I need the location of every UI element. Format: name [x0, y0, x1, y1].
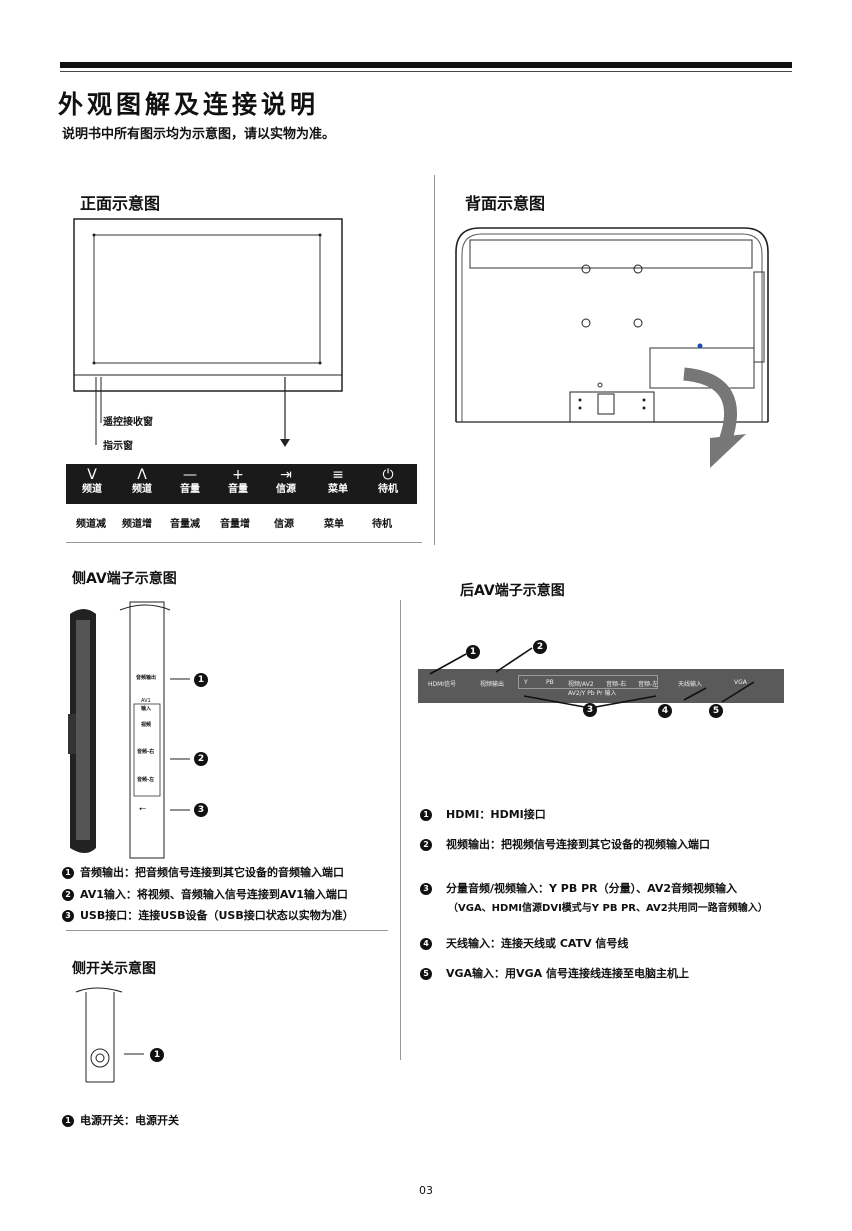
- side-av-title: 侧AV端子示意图: [72, 571, 177, 587]
- indicator-label: 指示窗: [103, 441, 133, 452]
- rear-av-marker-1: 1: [466, 645, 480, 659]
- rear-av-marker-3: 3: [583, 703, 597, 717]
- side-switch-marker-1: 1: [150, 1048, 164, 1062]
- button-name-channel-down: 频道减: [76, 519, 106, 530]
- menu-button[interactable]: ≡ 菜单: [314, 464, 362, 504]
- rear-port-y-label: Y: [524, 679, 528, 686]
- rear-av-marker-5: 5: [709, 704, 723, 718]
- menu-icon: ≡: [332, 467, 344, 483]
- volume-up-button[interactable]: + 音量: [214, 464, 262, 504]
- chevron-down-icon: V: [87, 467, 97, 483]
- power-icon: ⏻: [382, 467, 394, 483]
- rear-port-pb-label: PB: [546, 679, 554, 686]
- button-name-standby: 待机: [372, 519, 392, 530]
- page-number: 03: [419, 1184, 433, 1197]
- rear-av2-ypbpr-label: AV2/Y Pb Pr 输入: [568, 690, 617, 697]
- control-panel-bar: V 频道 Λ 频道 — 音量 + 音量 ⇥ 信源 ≡ 菜单 ⏻ 待机: [66, 464, 417, 504]
- usb-icon: ⭠: [139, 804, 147, 814]
- channel-down-button[interactable]: V 频道: [68, 464, 116, 504]
- rear-port-audio-left-label: 音频-左: [638, 681, 659, 688]
- audio-right-port-label: 音频-右: [137, 749, 155, 755]
- volume-down-button[interactable]: — 音量: [166, 464, 214, 504]
- av1-port-label: AV1: [141, 698, 151, 704]
- rear-port-audio-right-label: 音频-右: [606, 681, 627, 688]
- remote-receiver-label: 遥控接收窗: [103, 417, 153, 428]
- audio-left-port-label: 音频-左: [137, 777, 155, 783]
- side-switch-drawing: [75, 987, 144, 1083]
- page-subtitle: 说明书中所有图示均为示意图，请以实物为准。: [62, 127, 336, 142]
- channel-up-button[interactable]: Λ 频道: [118, 464, 166, 504]
- chevron-up-icon: Λ: [137, 467, 147, 483]
- rear-av-title: 后AV端子示意图: [460, 583, 565, 599]
- rear-port-hdmi-label: HDMI信号: [428, 681, 457, 688]
- back-view-drawing: [455, 227, 769, 468]
- rear-port-antenna-label: 天线输入: [678, 681, 703, 688]
- side-av-drawing: [68, 601, 190, 859]
- rear-port-video-out-label: 视频输出: [480, 681, 505, 688]
- column-divider-top: [434, 175, 435, 545]
- button-name-source: 信源: [274, 519, 294, 530]
- back-view-title: 背面示意图: [465, 194, 546, 213]
- front-view-title: 正面示意图: [80, 194, 161, 213]
- rear-port-video-av2-label: 视频/AV2: [568, 681, 594, 688]
- button-name-volume-up: 音量增: [220, 519, 250, 530]
- rear-port-vga-label: VGA: [734, 679, 747, 686]
- source-icon: ⇥: [280, 467, 292, 483]
- rear-av-port-bar: HDMI信号 视频输出 Y PB 视频/AV2 音频-右 音频-左 天线输入 V…: [418, 669, 784, 703]
- page-title: 外观图解及连接说明: [58, 90, 320, 119]
- minus-icon: —: [183, 467, 197, 483]
- section-divider-front: [66, 542, 422, 543]
- component-port-group-frame: [518, 675, 658, 689]
- av1-input-port-label: 输入: [141, 706, 152, 712]
- header-rule-thin: [60, 71, 792, 72]
- header-rule: [60, 62, 792, 68]
- front-view-drawing: [73, 218, 343, 447]
- button-name-menu: 菜单: [324, 519, 344, 530]
- source-button[interactable]: ⇥ 信源: [262, 464, 310, 504]
- section-divider-side: [66, 930, 388, 931]
- rear-av-callout-lines: [429, 647, 755, 709]
- side-av-marker-2: 2: [194, 752, 208, 766]
- plus-icon: +: [232, 467, 244, 483]
- rear-av-marker-4: 4: [658, 704, 672, 718]
- rear-av-marker-2: 2: [533, 640, 547, 654]
- side-av-marker-1: 1: [194, 673, 208, 687]
- standby-button[interactable]: ⏻ 待机: [364, 464, 412, 504]
- button-name-channel-up: 频道增: [122, 519, 152, 530]
- column-divider-bottom: [400, 600, 401, 1060]
- video-port-label: 视频: [141, 722, 152, 728]
- button-name-volume-down: 音量减: [170, 519, 200, 530]
- audio-out-port-label: 音频输出: [136, 675, 157, 681]
- side-av-marker-3: 3: [194, 803, 208, 817]
- rear-av-desc-3-note: （VGA、HDMI信源DVI模式与Y PB PR、AV2共用同一路音频输入）: [448, 903, 768, 914]
- side-switch-title: 侧开关示意图: [72, 961, 156, 977]
